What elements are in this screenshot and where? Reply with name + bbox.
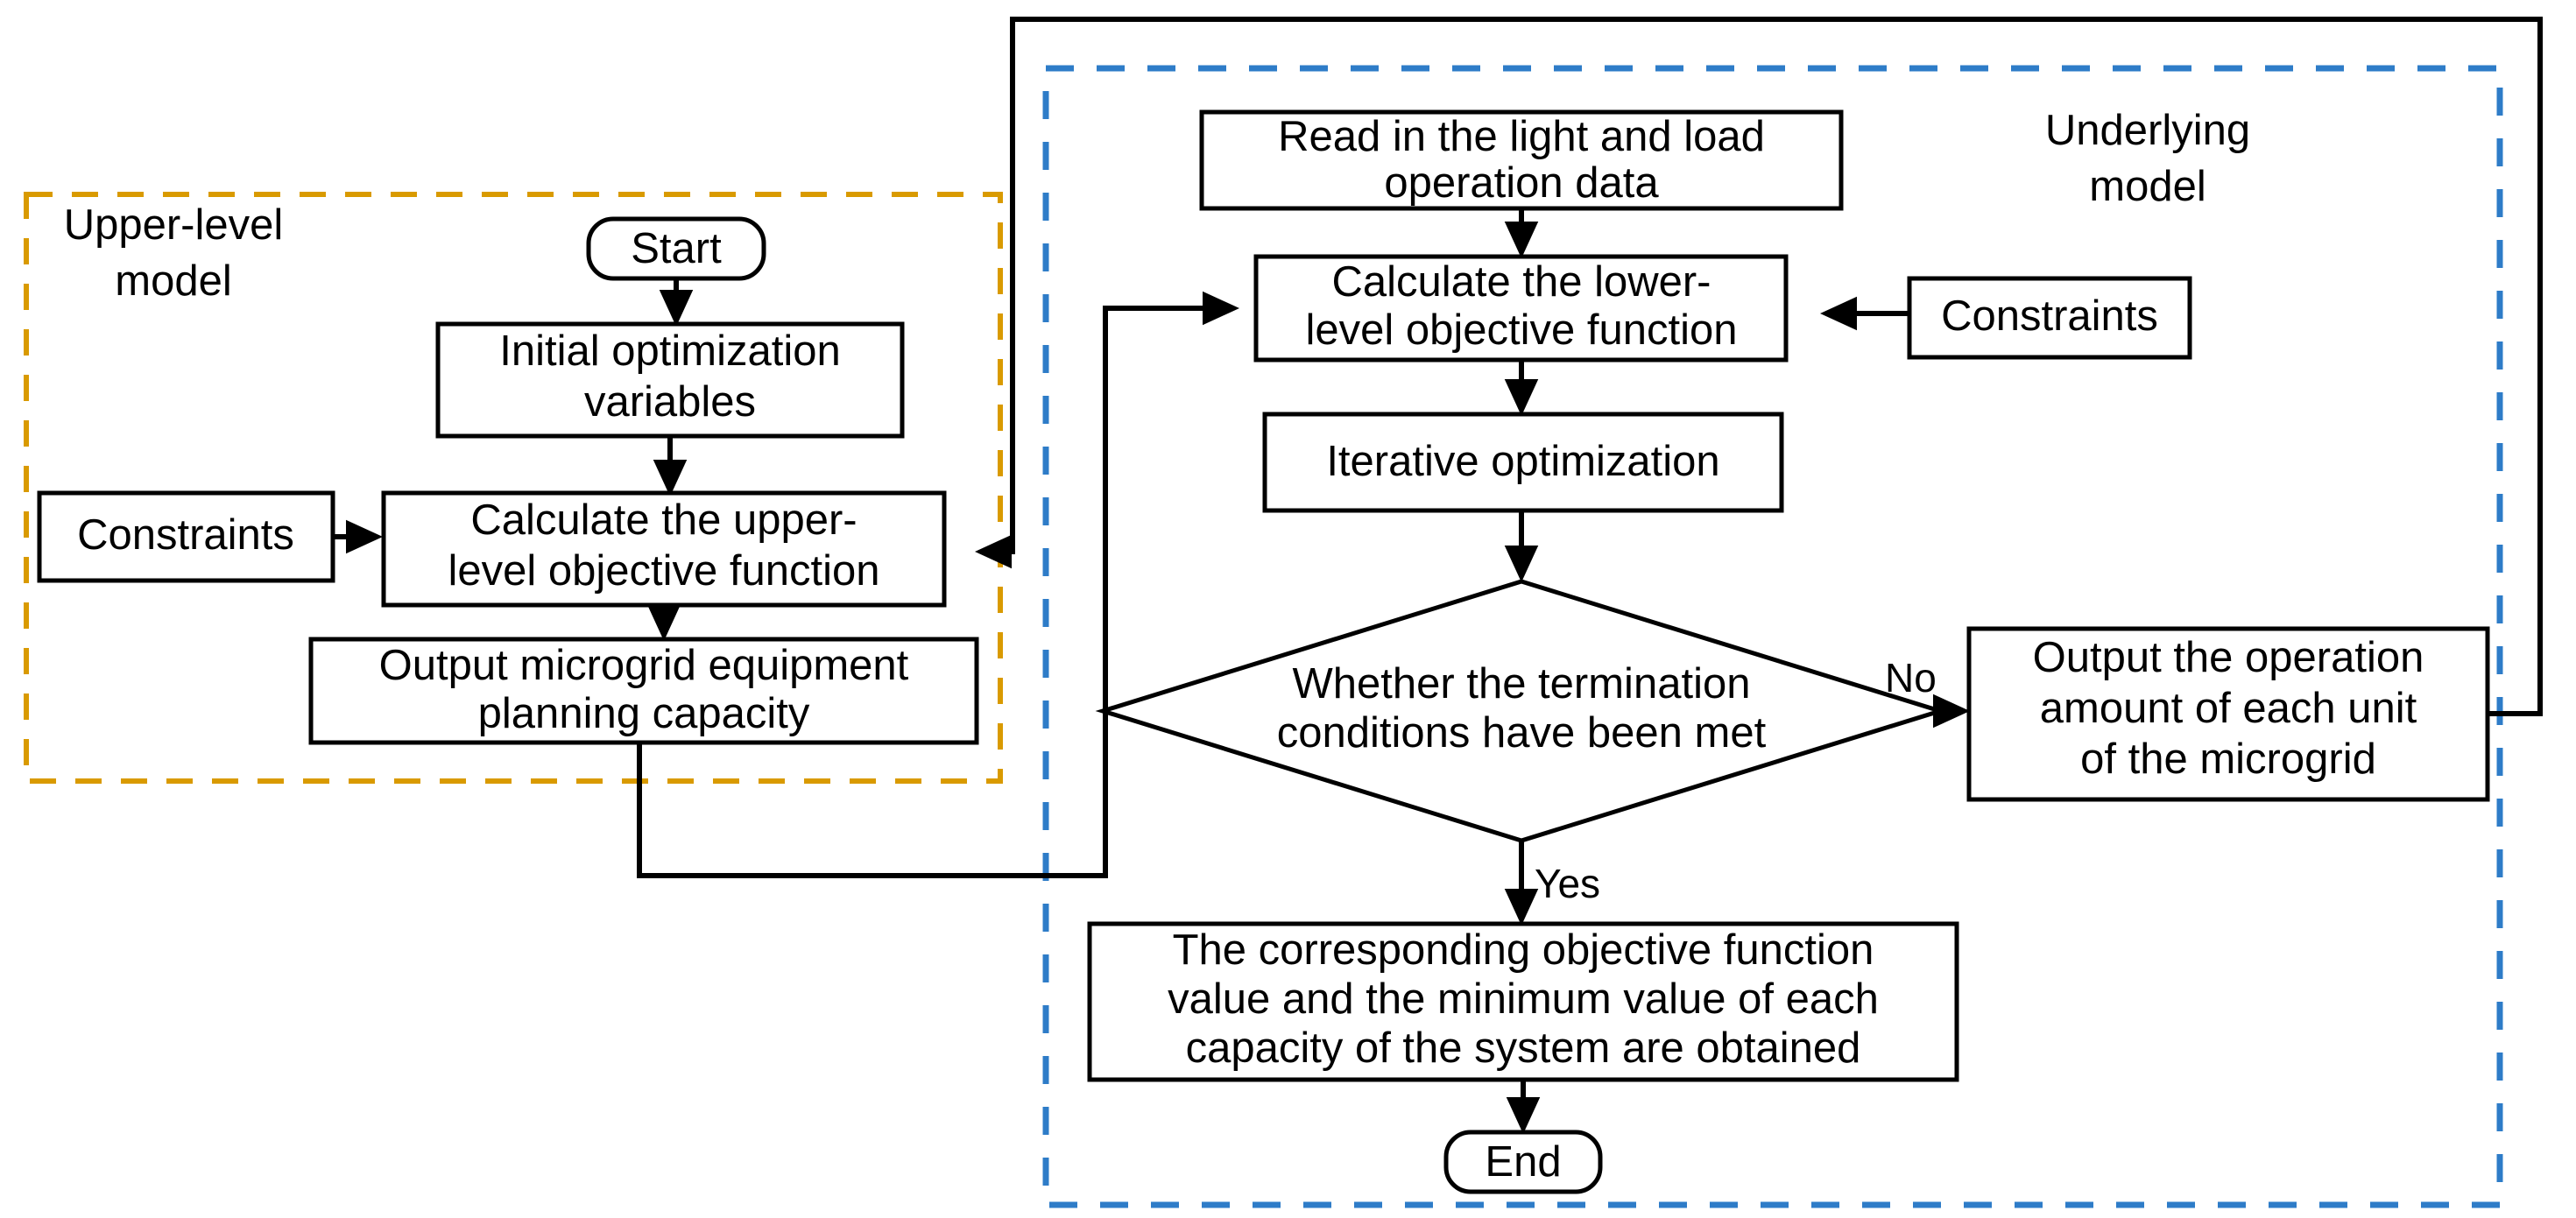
node-read-data[interactable] — [1199, 109, 1844, 211]
node-result-line1: The corresponding objective function — [1173, 926, 1874, 974]
node-constraints-lower-label: Constraints — [1941, 292, 2158, 340]
node-calc-lower-line1: Calculate the lower- — [1331, 258, 1711, 306]
node-init-vars-line1: Initial optimization — [499, 327, 840, 375]
node-output-capacity-line1: Output microgrid equipment — [379, 642, 909, 689]
node-read-data-line2: operation data — [1384, 159, 1659, 207]
node-output-capacity-line2: planning capacity — [478, 690, 810, 737]
node-calc-lower-line2: level objective function — [1305, 306, 1737, 354]
group-upper-label-line1: Upper-level — [64, 201, 284, 249]
node-result-line3: capacity of the system are obtained — [1186, 1024, 1861, 1072]
node-output-operation[interactable] — [1966, 626, 2490, 802]
group-underlying-model — [1042, 65, 2503, 1208]
node-calc-upper-line1: Calculate the upper- — [470, 496, 857, 544]
node-output-operation-line1: Output the operation — [2033, 634, 2424, 681]
group-upper-level-model — [24, 192, 1003, 784]
node-calc-upper-line2: level objective function — [448, 547, 879, 595]
node-output-operation-line3: of the microgrid — [2080, 736, 2376, 783]
node-calc-lower[interactable] — [1253, 254, 1789, 363]
edge-output-operation-to-calc-upper — [975, 17, 2543, 716]
node-start-label: Start — [631, 225, 722, 272]
node-init-vars-line2: variables — [584, 378, 756, 426]
edge-output-capacity-to-calc-lower — [637, 291, 1239, 878]
group-upper-label-line2: model — [115, 257, 231, 305]
node-decision-line2: conditions have been met — [1277, 709, 1767, 757]
node-read-data-line1: Read in the light and load — [1278, 113, 1765, 160]
edge-label-yes: Yes — [1535, 861, 1600, 906]
node-constraints-upper[interactable] — [37, 490, 335, 583]
node-result[interactable] — [1087, 921, 1959, 1082]
node-decision-line1: Whether the termination — [1293, 660, 1751, 708]
node-end-label: End — [1485, 1138, 1561, 1186]
edge-label-no: No — [1885, 655, 1937, 701]
node-constraints-lower[interactable] — [1907, 276, 2192, 360]
node-constraints-upper-label: Constraints — [77, 511, 294, 559]
node-result-line2: value and the minimum value of each — [1168, 975, 1879, 1023]
node-output-capacity[interactable] — [308, 637, 979, 745]
node-end[interactable] — [1443, 1130, 1603, 1194]
node-output-operation-line2: amount of each unit — [2040, 685, 2417, 732]
node-iterative-opt-label: Iterative optimization — [1326, 438, 1719, 485]
group-lower-label-line1: Underlying — [2045, 107, 2250, 154]
node-iterative-opt[interactable] — [1262, 412, 1784, 513]
group-lower-label-line2: model — [2089, 163, 2205, 210]
